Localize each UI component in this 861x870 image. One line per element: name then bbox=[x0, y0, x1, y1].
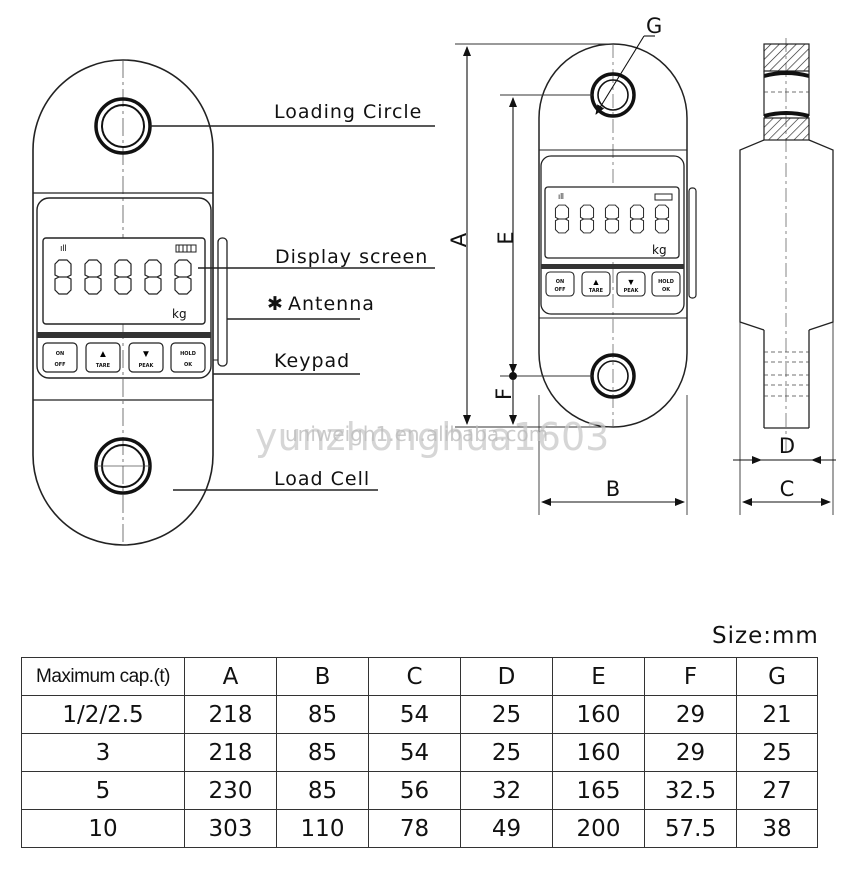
header-a: A bbox=[184, 657, 277, 696]
signal-icon: ıll bbox=[60, 243, 67, 253]
table-cell: 32.5 bbox=[644, 771, 737, 810]
table-cell: 200 bbox=[552, 809, 645, 848]
table-cell: 25 bbox=[736, 733, 818, 772]
callouts: Loading Circle Display screen ✱ Antenna … bbox=[150, 101, 435, 491]
technical-drawing: ıll kg ON OFF ▲ TARE ▼ PEAK HOLD OK bbox=[32, 14, 836, 546]
table-cell: 49 bbox=[460, 809, 553, 848]
table-cell: 85 bbox=[276, 771, 369, 810]
label-loading-circle: Loading Circle bbox=[274, 101, 422, 123]
table-cell: 25 bbox=[460, 695, 553, 734]
table-cell: 78 bbox=[368, 809, 461, 848]
table-cell: 57.5 bbox=[644, 809, 737, 848]
table-cell: 27 bbox=[736, 771, 818, 810]
keypad: ON OFF ▲ TARE ▼ PEAK HOLD OK bbox=[42, 342, 206, 373]
label-antenna: Antenna bbox=[288, 293, 375, 315]
table-cell: 21 bbox=[736, 695, 818, 734]
label-display-screen: Display screen bbox=[275, 246, 428, 268]
table-row: 5 230 85 56 32 165 32.5 27 bbox=[21, 771, 818, 810]
table-cell: 160 bbox=[552, 695, 645, 734]
table-cell: 303 bbox=[184, 809, 277, 848]
table-cell: 1/2/2.5 bbox=[21, 695, 185, 734]
table-cell: 10 bbox=[21, 809, 185, 848]
size-unit-label: Size:mm bbox=[712, 623, 819, 649]
spec-table: Maximum cap.(t) A B C D E F G 1/2/2.5 21… bbox=[21, 657, 818, 848]
svg-text:ON: ON bbox=[56, 351, 64, 357]
lcd-screen bbox=[42, 237, 206, 325]
watermark-small: uniweigh1.en.alibaba.com bbox=[285, 422, 548, 446]
svg-text:ıll: ıll bbox=[558, 192, 564, 201]
battery-icon bbox=[175, 244, 197, 253]
antenna bbox=[217, 237, 228, 367]
table-cell: 85 bbox=[276, 733, 369, 772]
svg-text:▲: ▲ bbox=[592, 277, 601, 287]
header-g: G bbox=[736, 657, 818, 696]
header-f: F bbox=[644, 657, 737, 696]
table-cell: 85 bbox=[276, 695, 369, 734]
dim-label-e: E bbox=[494, 231, 518, 244]
label-load-cell: Load Cell bbox=[274, 468, 370, 490]
svg-text:OK: OK bbox=[662, 287, 671, 293]
table-cell: 29 bbox=[644, 695, 737, 734]
table-header-row: Maximum cap.(t) A B C D E F G bbox=[21, 657, 818, 696]
dim-label-b: B bbox=[606, 477, 620, 501]
table-cell: 110 bbox=[276, 809, 369, 848]
svg-text:ON: ON bbox=[556, 279, 564, 285]
svg-text:OK: OK bbox=[184, 362, 193, 368]
svg-text:TARE: TARE bbox=[96, 363, 111, 369]
side-view: D C bbox=[733, 38, 836, 515]
svg-text:kg: kg bbox=[652, 243, 667, 257]
svg-text:PEAK: PEAK bbox=[139, 363, 155, 369]
table-cell: 38 bbox=[736, 809, 818, 848]
svg-text:HOLD: HOLD bbox=[180, 351, 196, 357]
header-b: B bbox=[276, 657, 369, 696]
header-d: D bbox=[460, 657, 553, 696]
dim-label-f: F bbox=[492, 388, 516, 400]
table-cell: 230 bbox=[184, 771, 277, 810]
dim-label-a: A bbox=[447, 232, 471, 247]
table-cell: 218 bbox=[184, 733, 277, 772]
table-cell: 3 bbox=[21, 733, 185, 772]
table-cell: 218 bbox=[184, 695, 277, 734]
svg-text:▼: ▼ bbox=[141, 349, 151, 360]
table-cell: 29 bbox=[644, 733, 737, 772]
table-row: 3 218 85 54 25 160 29 25 bbox=[21, 733, 818, 772]
svg-text:▲: ▲ bbox=[98, 349, 108, 360]
label-keypad: Keypad bbox=[274, 350, 350, 372]
table-cell: 25 bbox=[460, 733, 553, 772]
svg-text:PEAK: PEAK bbox=[624, 288, 640, 294]
front-view-scale: ıll kg ON OFF ▲ TARE ▼ PEAK HOLD OK bbox=[32, 59, 228, 546]
unit-label: kg bbox=[172, 307, 187, 321]
table-cell: 56 bbox=[368, 771, 461, 810]
table-cell: 165 bbox=[552, 771, 645, 810]
svg-text:▼: ▼ bbox=[627, 277, 636, 287]
table-cell: 32 bbox=[460, 771, 553, 810]
table-cell: 54 bbox=[368, 695, 461, 734]
table-row: 1/2/2.5 218 85 54 25 160 29 21 bbox=[21, 695, 818, 734]
antenna-asterisk: ✱ bbox=[267, 293, 284, 315]
key-tare[interactable] bbox=[85, 342, 121, 373]
key-peak[interactable] bbox=[128, 342, 164, 373]
table-cell: 5 bbox=[21, 771, 185, 810]
header-max-cap: Maximum cap.(t) bbox=[21, 657, 185, 696]
svg-text:OFF: OFF bbox=[54, 362, 65, 368]
dim-label-c: C bbox=[780, 477, 795, 501]
key-on-off[interactable] bbox=[42, 342, 78, 373]
svg-text:OFF: OFF bbox=[554, 287, 565, 293]
table-cell: 54 bbox=[368, 733, 461, 772]
header-c: C bbox=[368, 657, 461, 696]
svg-text:HOLD: HOLD bbox=[658, 279, 674, 285]
display-panel bbox=[36, 197, 212, 379]
dim-label-g: G bbox=[646, 14, 662, 38]
dim-label-d: D bbox=[779, 434, 795, 458]
header-e: E bbox=[552, 657, 645, 696]
table-cell: 160 bbox=[552, 733, 645, 772]
table-row: 10 303 110 78 49 200 57.5 38 bbox=[21, 809, 818, 848]
key-hold-ok[interactable] bbox=[170, 342, 206, 373]
watermark-large: yunzhonghua1603 bbox=[255, 415, 609, 459]
dimensioned-front-view: ıll kg ON OFF ▲ TARE ▼ PEAK HOLD OK G A bbox=[447, 14, 697, 515]
svg-text:TARE: TARE bbox=[589, 288, 604, 294]
